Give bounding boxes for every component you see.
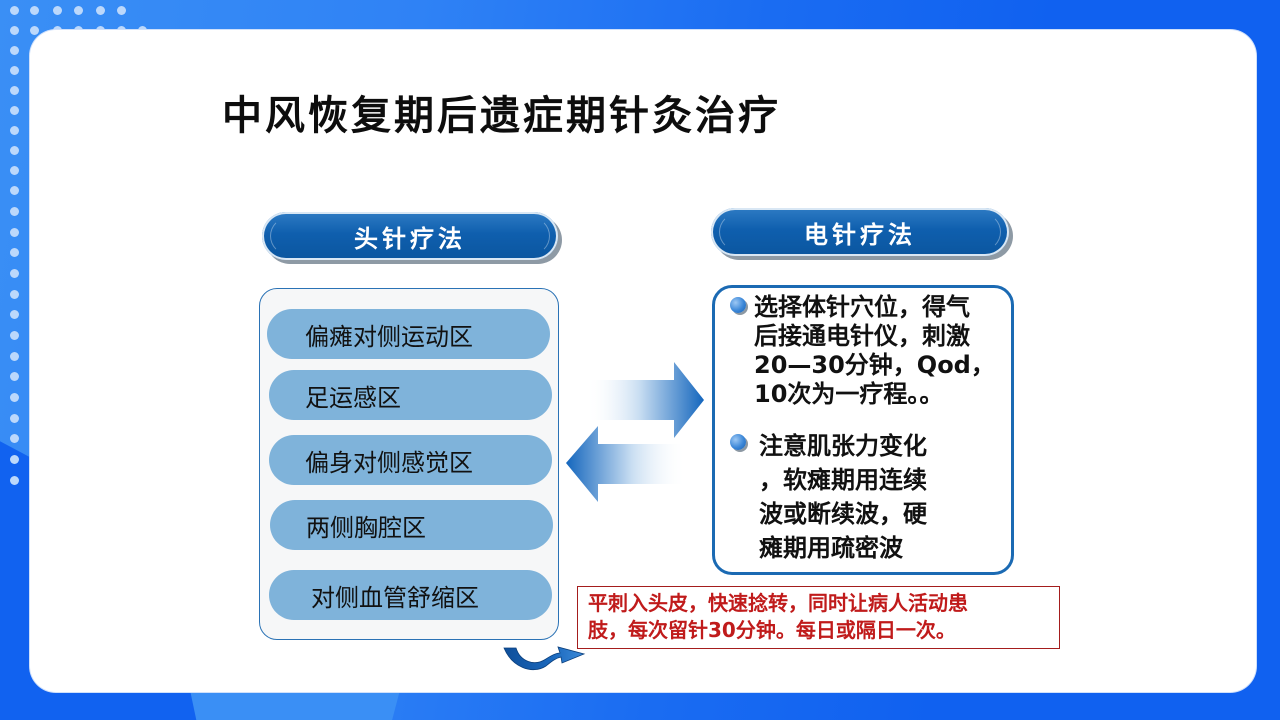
dot-icon — [10, 146, 19, 155]
dot-icon — [10, 434, 19, 443]
technique-note: 平刺入头皮，快速捻转，同时让病人活动患肢，每次留针30分钟。每日或隔日一次。 — [577, 586, 1060, 649]
slide-title: 中风恢复期后遗症期针灸治疗 — [222, 92, 781, 139]
bullet-line: 注意肌张力变化 — [759, 432, 927, 460]
dot-icon — [10, 393, 19, 402]
zone-label: 两侧胸腔区 — [306, 513, 426, 542]
dot-icon — [10, 476, 19, 485]
dot-icon — [10, 166, 19, 175]
bullet-sphere-icon — [730, 297, 746, 313]
header-scalp-acupuncture: 头针疗法 — [262, 212, 558, 260]
zone-item: 偏身对侧感觉区 — [269, 435, 552, 485]
dot-icon — [10, 269, 19, 278]
bullet-line: ，软瘫期用连续 — [759, 466, 927, 494]
bullet-line: 20—30分钟，Qod， — [754, 351, 995, 379]
dot-icon — [10, 455, 19, 464]
bullet-line: 瘫期用疏密波 — [759, 534, 903, 562]
curved-arrow-icon — [503, 646, 586, 671]
slide-card — [30, 30, 1256, 692]
dot-icon — [10, 186, 19, 195]
dot-icon — [74, 6, 83, 15]
zone-item: 两侧胸腔区 — [270, 500, 553, 550]
background-light-band — [190, 690, 400, 720]
dot-icon — [30, 6, 39, 15]
zone-item: 足运感区 — [269, 370, 552, 420]
zone-label: 偏瘫对侧运动区 — [305, 322, 473, 351]
bullet-line: 后接通电针仪，刺激 — [754, 322, 970, 350]
dot-icon — [96, 6, 105, 15]
dot-icon — [10, 106, 19, 115]
dot-icon — [10, 248, 19, 257]
dot-icon — [10, 207, 19, 216]
dot-icon — [10, 414, 19, 423]
zone-item: 偏瘫对侧运动区 — [267, 309, 550, 359]
header-electro-acupuncture: 电针疗法 — [711, 208, 1009, 256]
dot-icon — [10, 66, 19, 75]
dot-icon — [10, 310, 19, 319]
dot-icon — [10, 46, 19, 55]
note-line: 平刺入头皮，快速捻转，同时让病人活动患 — [588, 591, 968, 615]
note-line: 肢，每次留针30分钟。每日或隔日一次。 — [588, 618, 956, 642]
zone-label: 偏身对侧感觉区 — [305, 448, 473, 477]
zone-label: 足运感区 — [305, 383, 401, 412]
dot-icon — [53, 6, 62, 15]
dot-icon — [10, 372, 19, 381]
bullet-sphere-icon — [730, 434, 746, 450]
dot-icon — [10, 290, 19, 299]
dot-icon — [10, 352, 19, 361]
zone-label: 对侧血管舒缩区 — [311, 583, 479, 612]
bullet-line: 选择体针穴位，得气 — [754, 293, 970, 321]
zone-item: 对侧血管舒缩区 — [269, 570, 552, 620]
electro-acupuncture-panel — [712, 285, 1014, 575]
dot-icon — [30, 26, 39, 35]
double-exchange-arrows-icon — [566, 362, 704, 502]
dot-icon — [10, 26, 19, 35]
header-label: 头针疗法 — [354, 224, 466, 253]
dot-icon — [10, 331, 19, 340]
bullet-line: 10次为一疗程。。 — [754, 380, 944, 408]
dot-icon — [10, 6, 19, 15]
bullet-line: 波或断续波，硬 — [759, 500, 927, 528]
dot-icon — [10, 86, 19, 95]
dot-icon — [117, 6, 126, 15]
bullet-text-2: 注意肌张力变化 ，软瘫期用连续波或断续波，硬瘫期用疏密波 — [759, 429, 927, 565]
dot-icon — [10, 228, 19, 237]
header-label: 电针疗法 — [804, 220, 916, 249]
dot-icon — [10, 126, 19, 135]
